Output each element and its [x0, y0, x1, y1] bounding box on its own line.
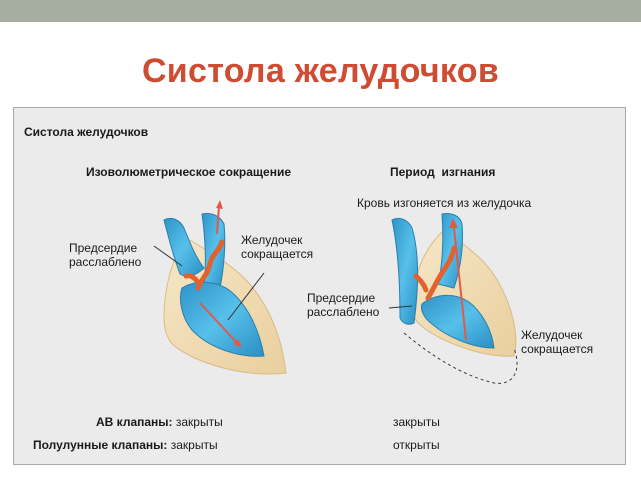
figure-panel: Систола желудочков Изоволюметрическое со… [13, 107, 626, 465]
semilunar-valves-right-state: открыты [393, 438, 440, 452]
right-atrium [391, 217, 419, 325]
left-heart [163, 200, 287, 375]
left-ventricle-pointer [227, 272, 265, 321]
av-valves-label: АВ клапаны: [96, 415, 173, 429]
left-ventricle-label-line1: Желудочек [241, 233, 303, 247]
left-atrium [163, 217, 205, 277]
right-ventricle-label-line2: сокращается [521, 342, 594, 356]
right-phase-heading: Период изгнания [390, 165, 496, 179]
left-atrium-label-line1: Предсердие [69, 241, 138, 255]
left-blood-arrow [199, 205, 241, 347]
top-bar [0, 0, 641, 22]
right-atrium-label-line2: расслаблено [307, 305, 380, 319]
semilunar-valves-left-state: закрыты [170, 438, 218, 452]
right-blood-arrow [453, 227, 467, 341]
av-valves-left-state: закрыты [175, 415, 223, 429]
figure-caption: Систола желудочков [24, 125, 149, 139]
left-phase-heading: Изоволюметрическое сокращение [86, 165, 292, 179]
left-atrium-label-line2: расслаблено [69, 255, 142, 269]
left-ventricle [179, 281, 265, 357]
av-valves-row: АВ клапаны: закрыты [96, 415, 223, 429]
slide-title: Систола желудочков [141, 52, 500, 90]
right-relaxed-outline [403, 332, 518, 384]
heart-illustrations [153, 200, 518, 384]
left-valve [183, 239, 225, 291]
left-ventricle-label-line2: сокращается [241, 247, 314, 261]
right-atrium-pointer [388, 305, 413, 309]
semilunar-valves-label: Полулунные клапаны: [33, 438, 168, 452]
right-valve [413, 245, 457, 301]
right-phase-subheading: Кровь изгоняется из желудочка [357, 196, 532, 210]
right-heart [391, 213, 518, 384]
left-atrium-pointer [153, 245, 183, 267]
semilunar-valves-row: Полулунные клапаны: закрыты [33, 438, 218, 452]
av-valves-right-state: закрыты [393, 415, 440, 429]
right-ventricle-label-line1: Желудочек [521, 328, 583, 342]
right-atrium-label-line1: Предсердие [307, 291, 376, 305]
right-ventricle [421, 295, 495, 349]
